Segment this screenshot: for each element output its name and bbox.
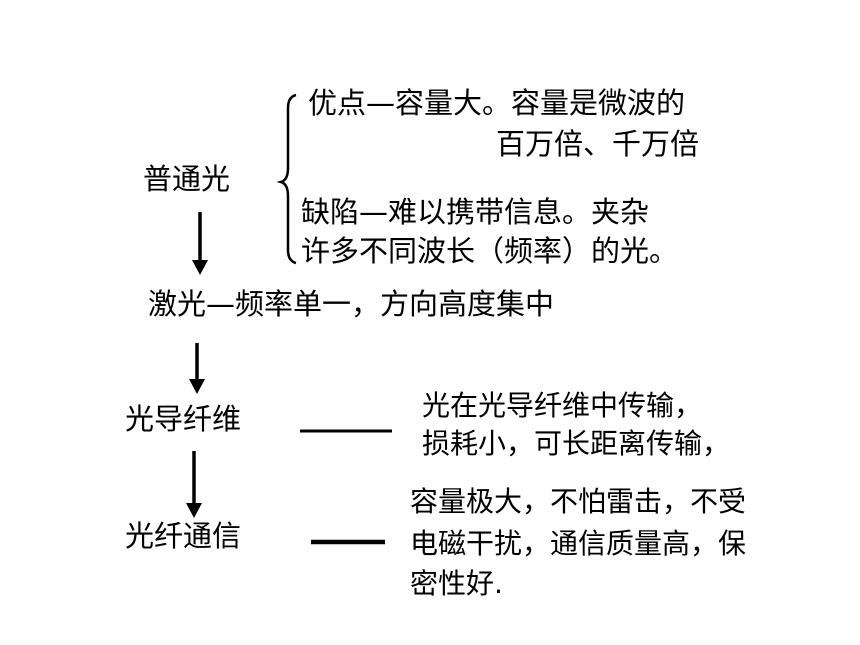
node-laser: 激光—频率单一，方向高度集中 [148, 287, 555, 321]
brace [276, 93, 297, 265]
node-fiber-communication: 光纤通信 [125, 519, 242, 553]
communication-note-line-2: 电磁干扰，通信质量高，保 [410, 527, 747, 560]
node-optical-fiber: 光导纤维 [125, 402, 242, 436]
arrow-fiber-to-communication [186, 451, 202, 518]
advantage-line-1: 优点—容量大。容量是微波的 [308, 86, 686, 120]
communication-note-line-1: 容量极大，不怕雷击，不受 [410, 485, 747, 518]
defect-line-1: 缺陷—难以携带信息。夹杂 [301, 195, 650, 229]
arrow-laser-to-fiber [189, 343, 205, 394]
advantage-line-2: 百万倍、千万倍 [496, 127, 700, 161]
node-ordinary-light: 普通光 [143, 162, 231, 196]
arrow-ordinary-to-laser [192, 212, 208, 275]
fiber-note-line-1: 光在光导纤维中传输， [422, 389, 703, 422]
communication-note-line-3: 密性好. [410, 567, 503, 600]
defect-line-2: 许多不同波长（频率）的光。 [301, 234, 679, 268]
fiber-note-line-2: 损耗小，可长距离传输， [422, 427, 731, 460]
